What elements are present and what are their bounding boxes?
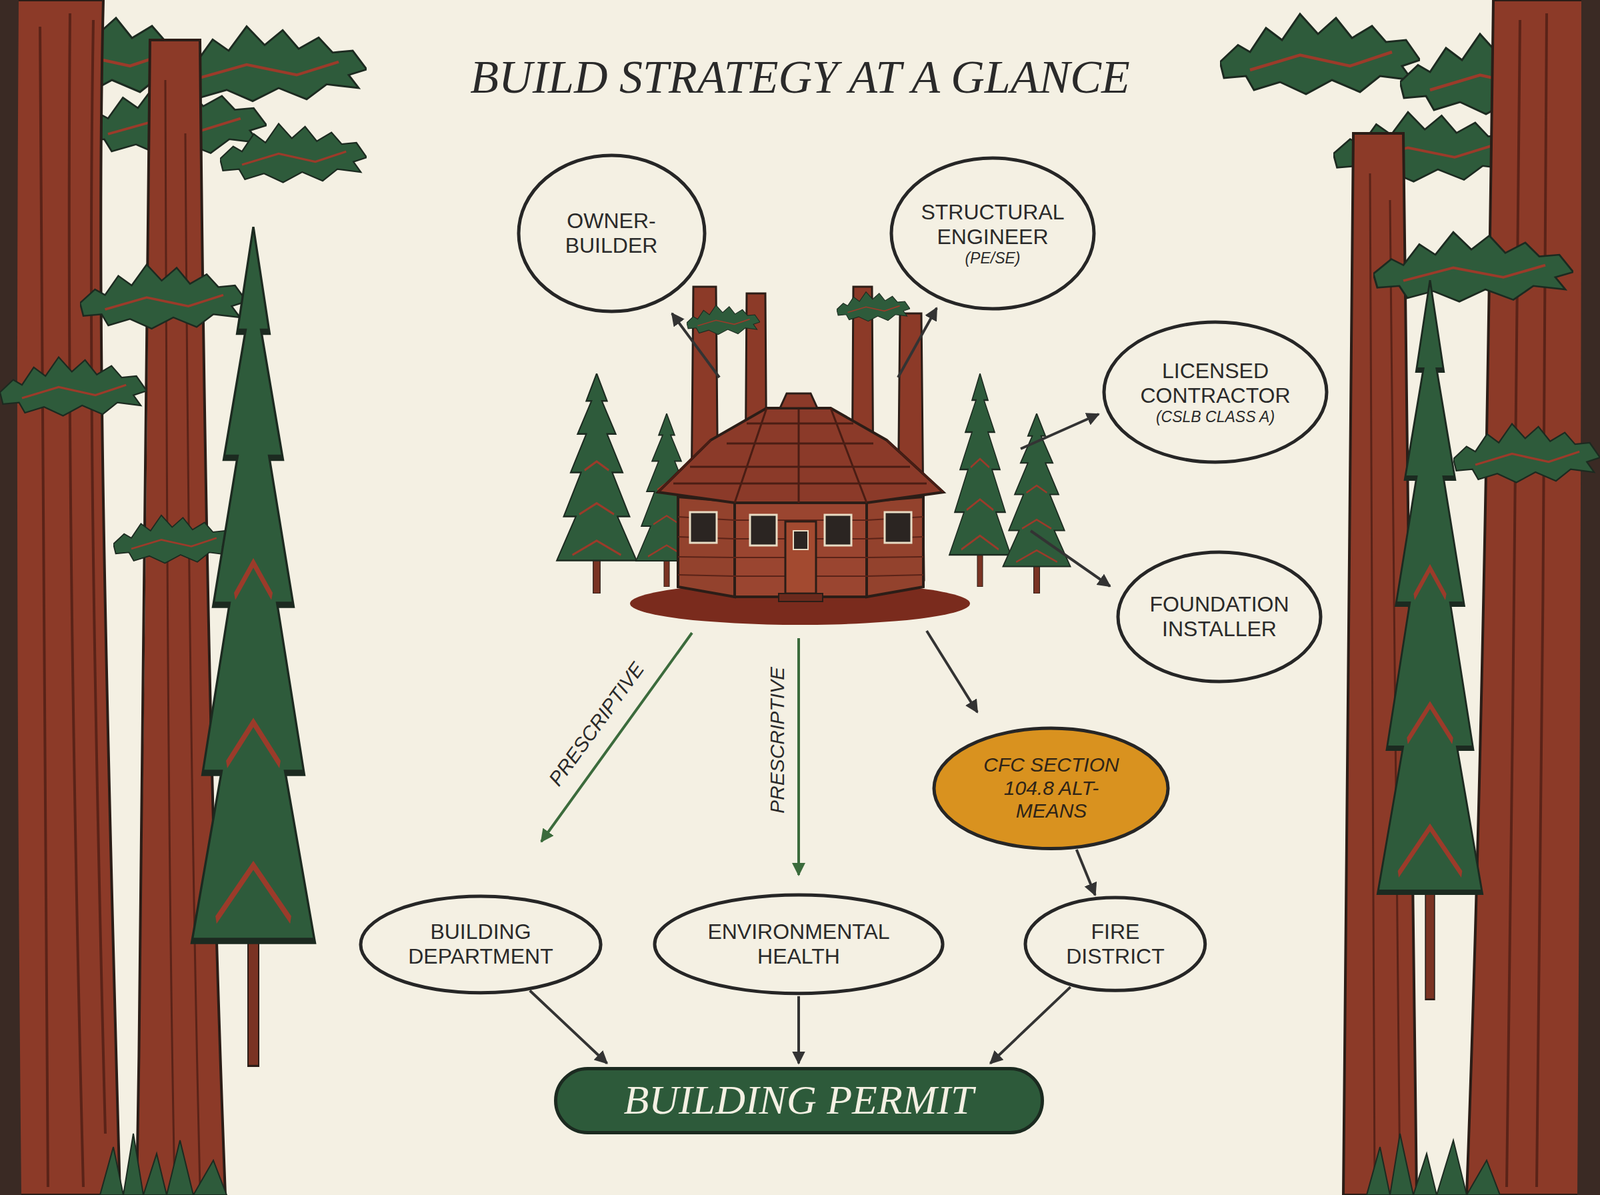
fir-tree (556, 373, 637, 594)
role-circle: OWNER- BUILDER (516, 153, 707, 314)
node-text: ENVIRONMENTAL HEALTH (695, 919, 902, 969)
fir-tree (1378, 280, 1482, 1000)
trunk-shadow (1577, 0, 1600, 1195)
role-circle: LICENSED CONTRACTOR(CSLB CLASS A) (1102, 320, 1329, 464)
cabin-step (778, 593, 823, 602)
node-sublabel: (PE/SE) (906, 249, 1080, 267)
node-label: BUILDING DEPARTMENT (397, 919, 564, 969)
grass-tuft (1366, 1133, 1500, 1195)
bark-lines (1506, 13, 1547, 1187)
cabin-arrow (1030, 530, 1110, 586)
node-text: STRUCTURAL ENGINEER(PE/SE) (906, 200, 1080, 267)
cabin-wall (866, 496, 924, 597)
node-label: ENVIRONMENTAL HEALTH (695, 919, 902, 969)
permit-box: BUILDING PERMIT (554, 1066, 1044, 1134)
ellipse-outline (1104, 322, 1327, 462)
node-text: OWNER- BUILDER (544, 208, 678, 258)
node-label: BUILDING PERMIT (623, 1076, 974, 1124)
grass-tuft (100, 1133, 227, 1195)
role-circle: STRUCTURAL ENGINEER(PE/SE) (889, 156, 1096, 311)
prescriptive-arrow (797, 638, 800, 875)
cabin-arrow (898, 308, 937, 378)
ellipse-outline (1118, 552, 1321, 682)
trunk-shadow (0, 0, 22, 1195)
foliage-clump (220, 123, 367, 182)
flow-arrow (990, 986, 1071, 1063)
diagram-title: BUILD STRATEGY AT A GLANCE (0, 49, 1600, 106)
node-label: CFC SECTION 104.8 ALT-MEANS (974, 753, 1128, 823)
roof-cupola (780, 393, 818, 408)
ellipse-outline (518, 155, 705, 312)
path-label: PRESCRIPTIVE (766, 666, 790, 814)
flow-arrow (1076, 849, 1096, 895)
cabin-arrow (1020, 414, 1099, 449)
cabin-door (785, 521, 816, 594)
cabin-arrow (926, 630, 978, 712)
bark-lines (165, 80, 200, 1187)
agency-ellipse: ENVIRONMENTAL HEALTH (652, 892, 945, 996)
node-label: LICENSED CONTRACTOR (1128, 358, 1302, 408)
door-window (793, 530, 808, 550)
path-label: PRESCRIPTIVE (544, 658, 649, 790)
role-circle: FOUNDATION INSTALLER (1116, 550, 1323, 684)
code-path-ellipse: CFC SECTION 104.8 ALT-MEANS (932, 726, 1170, 851)
node-text: BUILDING DEPARTMENT (397, 919, 564, 969)
cabin-window (824, 514, 852, 546)
foliage-clump (80, 264, 247, 329)
redwood-trunk (136, 40, 226, 1195)
cabin-window (884, 512, 912, 543)
node-text: FIRE DISTRICT (1055, 919, 1176, 969)
bark-lines (40, 13, 106, 1187)
node-text: FOUNDATION INSTALLER (1136, 592, 1303, 642)
node-text: CFC SECTION 104.8 ALT-MEANS (974, 753, 1128, 823)
cabin-arrow (672, 313, 720, 378)
node-sublabel: (CSLB CLASS A) (1128, 408, 1302, 426)
agency-ellipse: FIRE DISTRICT (1023, 895, 1208, 992)
redwood-trunk (0, 0, 120, 1195)
cabin-wall (734, 501, 867, 597)
flow-arrow (797, 996, 800, 1064)
redwood-trunk (1466, 0, 1600, 1195)
cabin-window (690, 512, 717, 543)
cabin-roof (658, 408, 944, 503)
ellipse-outline (1025, 897, 1206, 990)
bark-lines (1370, 173, 1400, 1187)
prescriptive-arrow (541, 632, 692, 842)
agency-ellipse: BUILDING DEPARTMENT (358, 894, 603, 995)
foliage-clump (1373, 232, 1574, 302)
foliage-clump (686, 305, 760, 335)
node-label: FIRE DISTRICT (1055, 919, 1176, 969)
node-label: STRUCTURAL ENGINEER (906, 200, 1080, 250)
ellipse-outline (360, 896, 601, 993)
node-text: LICENSED CONTRACTOR(CSLB CLASS A) (1128, 358, 1302, 426)
cabin-wall (678, 496, 735, 597)
fir-tree (949, 373, 1011, 587)
foliage-clump (0, 356, 147, 416)
ellipse-outline (654, 894, 943, 994)
foliage-clump (113, 515, 234, 564)
ellipse-outline (891, 158, 1094, 309)
flow-arrow (530, 990, 608, 1063)
roof-shingles (658, 408, 944, 503)
foliage-clump (1453, 423, 1600, 482)
foliage-clump (836, 292, 910, 322)
node-label: OWNER- BUILDER (544, 208, 678, 258)
cabin-window (750, 514, 777, 546)
node-label: FOUNDATION INSTALLER (1136, 592, 1303, 642)
node-text: BUILDING PERMIT (623, 1076, 974, 1124)
foliage-clump (1220, 14, 1420, 94)
fir-tree (192, 226, 315, 1067)
ellipse-outline (934, 728, 1168, 849)
